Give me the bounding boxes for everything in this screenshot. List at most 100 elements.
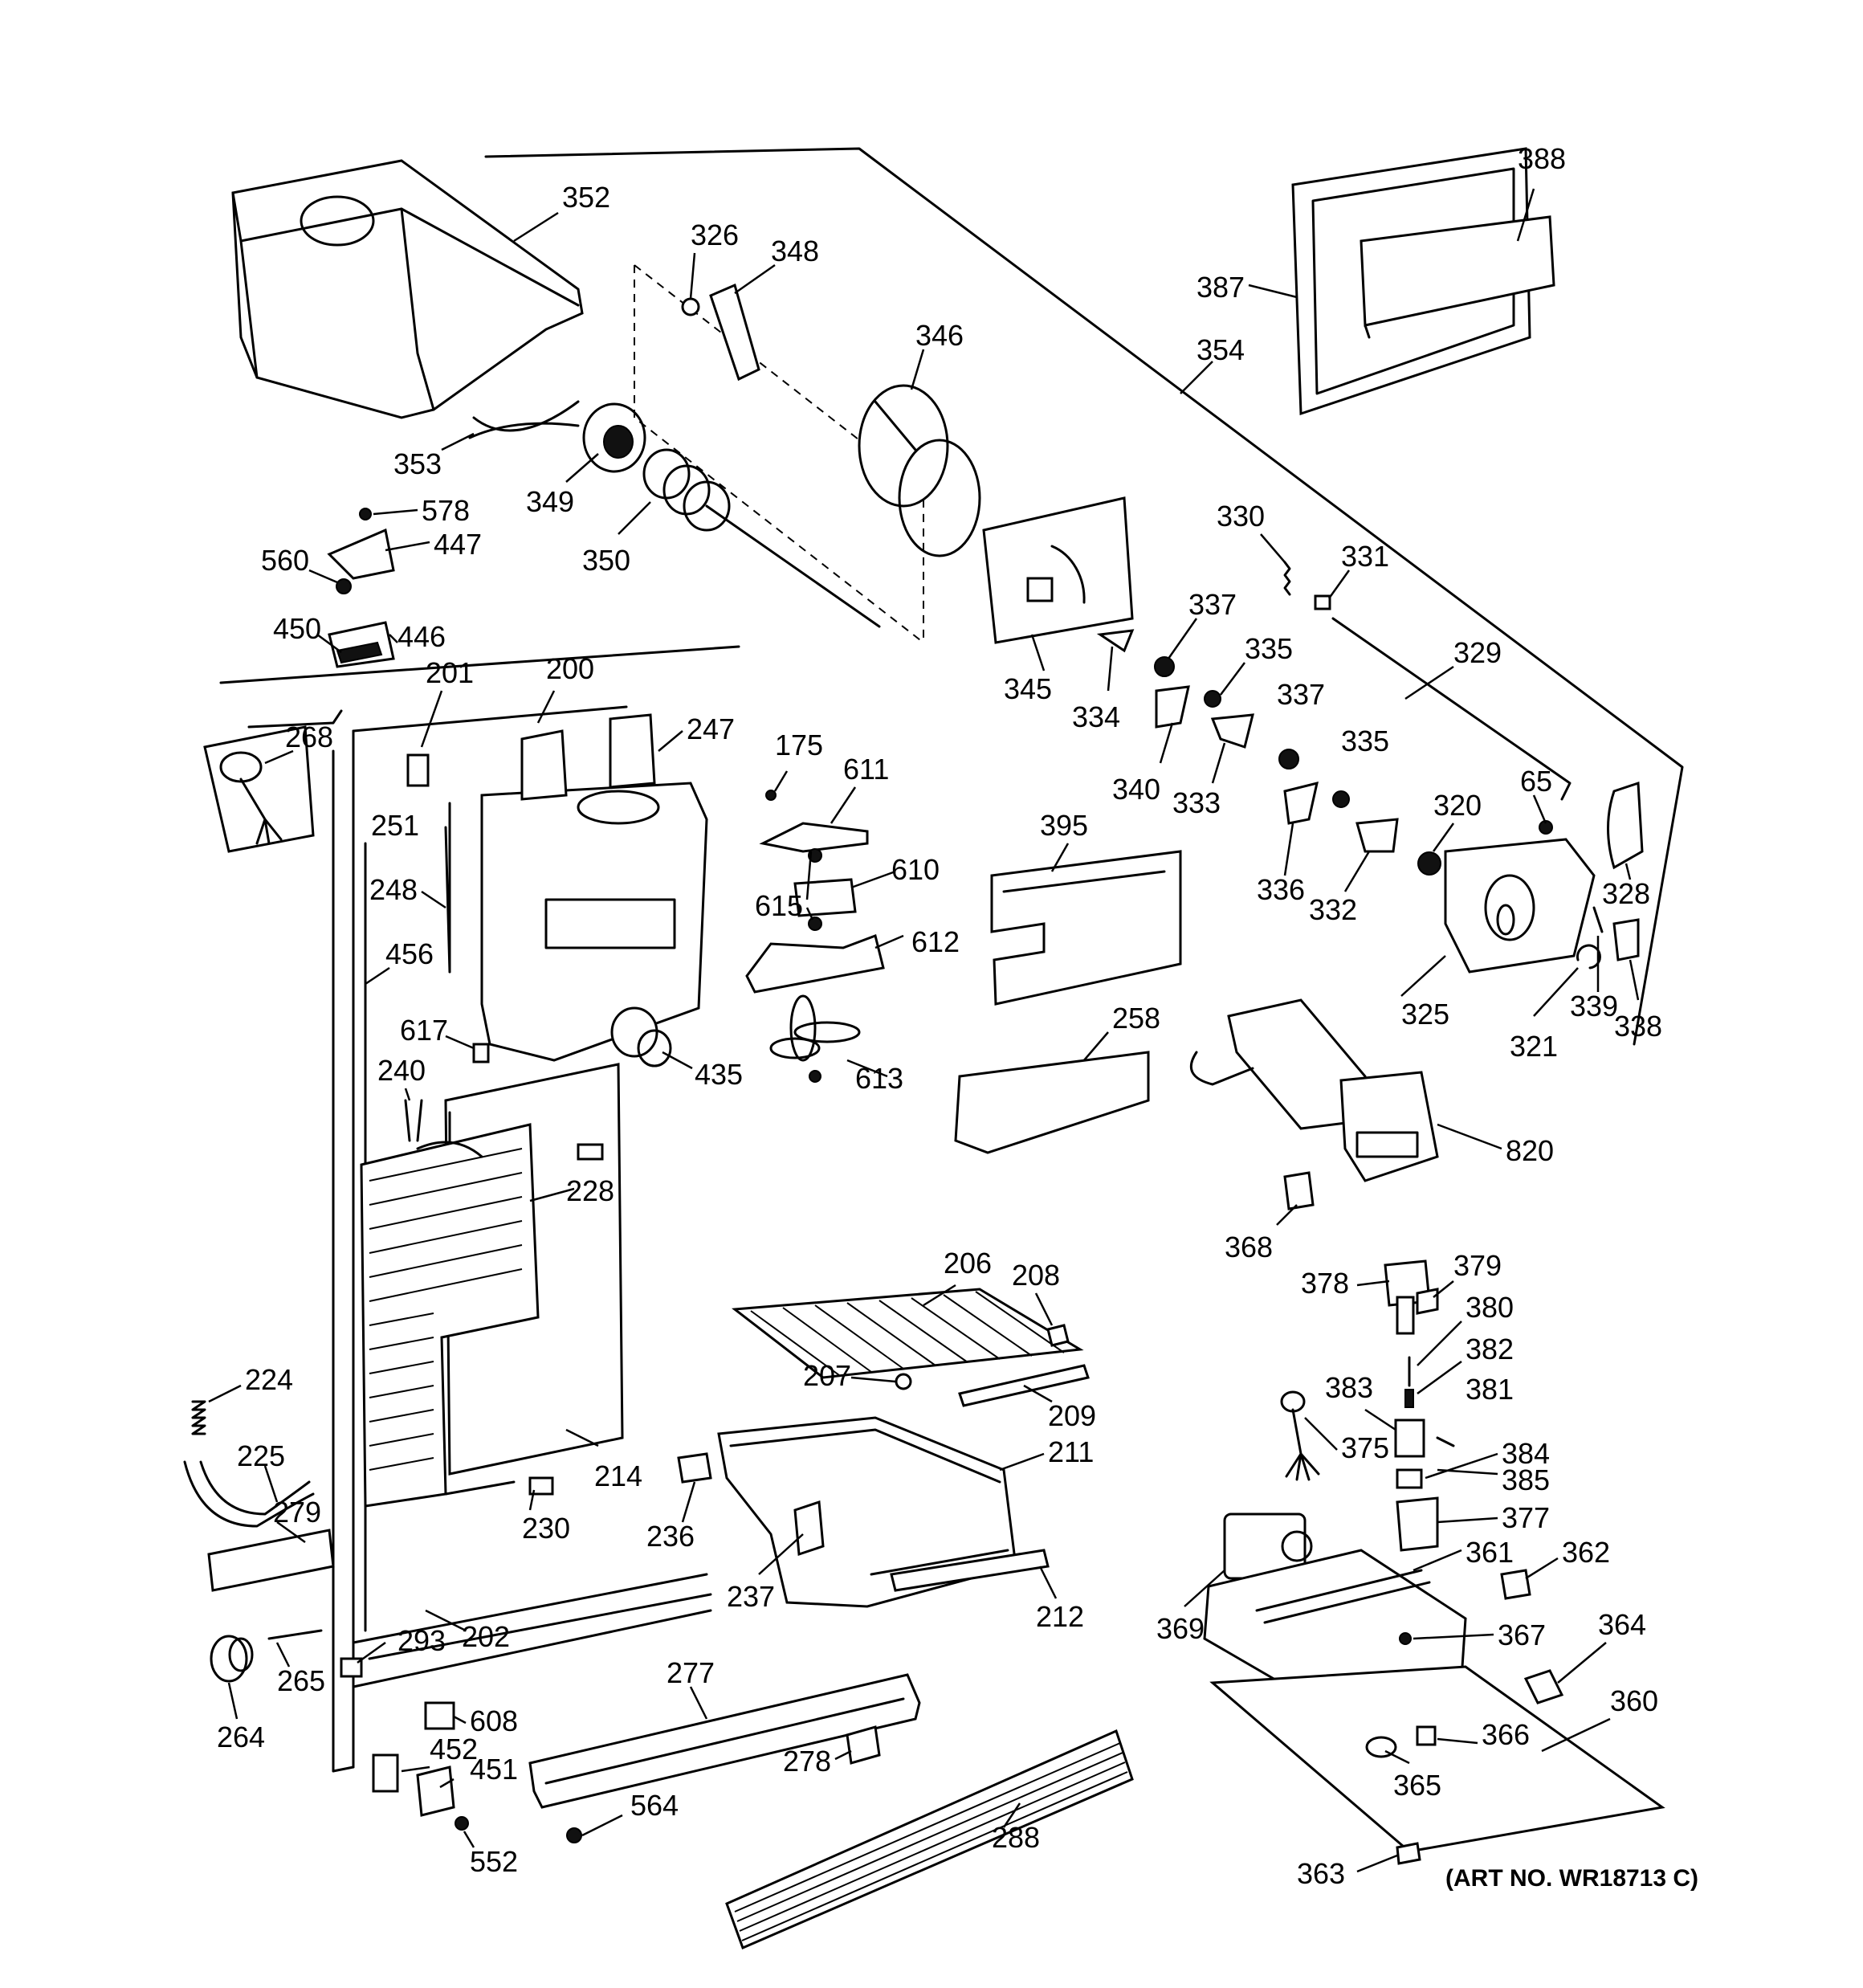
- bracket-338-part: [1612, 918, 1640, 961]
- base-plate-360-part: [1209, 1665, 1665, 1853]
- part-207: [895, 1373, 912, 1390]
- part-278: [846, 1725, 881, 1765]
- spring-224-part: [191, 1400, 206, 1435]
- label-381: 381: [1466, 1373, 1514, 1406]
- label-209: 209: [1048, 1399, 1096, 1432]
- label-383: 383: [1325, 1371, 1373, 1404]
- spring-part: [1283, 561, 1291, 596]
- label-380: 380: [1466, 1291, 1514, 1324]
- pin-part: [1592, 906, 1604, 933]
- label-564: 564: [630, 1789, 679, 1822]
- label-388: 388: [1518, 142, 1566, 175]
- bracket-447-part: [327, 528, 395, 580]
- label-326: 326: [691, 218, 739, 251]
- bracket-236-part: [677, 1452, 712, 1484]
- label-334: 334: [1072, 700, 1120, 733]
- label-340: 340: [1112, 773, 1160, 806]
- label-277: 277: [667, 1656, 715, 1689]
- label-615: 615: [755, 889, 803, 922]
- drive-cup-part: [858, 384, 981, 557]
- label-352: 352: [562, 181, 610, 214]
- tube-248-part: [444, 826, 451, 974]
- label-201: 201: [426, 656, 474, 689]
- bracket-362-part: [1500, 1569, 1531, 1600]
- label-452: 452: [430, 1733, 478, 1766]
- label-339: 339: [1570, 990, 1618, 1023]
- label-336: 336: [1257, 873, 1305, 906]
- bracket-451-part: [416, 1766, 455, 1817]
- screw-367-part: [1399, 1632, 1412, 1645]
- label-360: 360: [1610, 1684, 1658, 1717]
- label-610: 610: [891, 853, 940, 886]
- label-608: 608: [470, 1704, 518, 1737]
- part-384: [1396, 1468, 1423, 1489]
- label-395: 395: [1040, 809, 1088, 842]
- label-258: 258: [1112, 1002, 1160, 1035]
- label-236: 236: [646, 1520, 695, 1553]
- part-450: [336, 641, 383, 664]
- cover-395-part: [990, 850, 1182, 1006]
- leader-lines: [208, 188, 1640, 1873]
- label-613: 613: [855, 1062, 903, 1095]
- part-208: [1046, 1324, 1070, 1347]
- part-366: [1416, 1725, 1437, 1746]
- label-265: 265: [277, 1664, 325, 1697]
- label-364: 364: [1598, 1608, 1646, 1641]
- label-379: 379: [1453, 1249, 1502, 1282]
- actuator-rod-part: [1331, 617, 1572, 801]
- label-385: 385: [1502, 1463, 1550, 1496]
- label-333: 333: [1172, 786, 1221, 819]
- nut-part: [681, 297, 700, 316]
- harness-240-part: [404, 1099, 483, 1158]
- wire-shelf-206-part: [732, 1288, 1084, 1379]
- foot-363-part: [1396, 1842, 1421, 1865]
- bracket-611-part: [759, 822, 869, 853]
- screw-578-part: [359, 508, 372, 520]
- fan-blade-613-part: [769, 994, 861, 1083]
- label-368: 368: [1225, 1231, 1273, 1263]
- label-237: 237: [727, 1580, 775, 1613]
- label-211: 211: [1048, 1435, 1094, 1468]
- label-361: 361: [1466, 1536, 1514, 1569]
- part-435: [610, 1006, 672, 1067]
- label-330: 330: [1217, 500, 1265, 533]
- label-337-lower: 337: [1277, 678, 1325, 711]
- fan-motor-610-part: [793, 878, 857, 917]
- connector-364-part: [1523, 1669, 1564, 1704]
- auger-part: [642, 448, 881, 628]
- motor-plate-part: [982, 496, 1134, 644]
- label-362: 362: [1562, 1536, 1610, 1569]
- label-348: 348: [771, 235, 819, 267]
- label-345: 345: [1004, 672, 1052, 705]
- cover-plate-part: [709, 283, 760, 382]
- pin-381-part: [1436, 1436, 1455, 1447]
- label-820: 820: [1506, 1134, 1554, 1167]
- label-560: 560: [261, 544, 309, 577]
- thermostat-251-part: [406, 753, 430, 787]
- channel-279-part: [207, 1529, 335, 1592]
- label-377: 377: [1502, 1501, 1550, 1534]
- part-452: [372, 1753, 399, 1793]
- label-225: 225: [237, 1439, 285, 1472]
- part-293: [340, 1657, 363, 1678]
- label-331: 331: [1341, 540, 1389, 573]
- ice-bucket-part: [231, 159, 584, 432]
- label-384: 384: [1502, 1437, 1550, 1470]
- grommet-615-lower: [808, 916, 822, 931]
- label-353: 353: [393, 447, 442, 480]
- label-338: 338: [1614, 1010, 1662, 1043]
- label-208: 208: [1012, 1259, 1060, 1292]
- label-251: 251: [371, 809, 419, 842]
- label-332: 332: [1309, 893, 1357, 926]
- label-279: 279: [273, 1496, 321, 1529]
- crusher-blade-set: [1096, 629, 1399, 853]
- label-447: 447: [434, 528, 482, 561]
- cabinet-frame: [219, 645, 740, 1773]
- solenoid-part: [1384, 1259, 1439, 1335]
- label-456: 456: [385, 937, 434, 970]
- wire-arm-part: [468, 422, 580, 439]
- label-200: 200: [546, 652, 594, 685]
- spring-382-part: [1404, 1389, 1414, 1408]
